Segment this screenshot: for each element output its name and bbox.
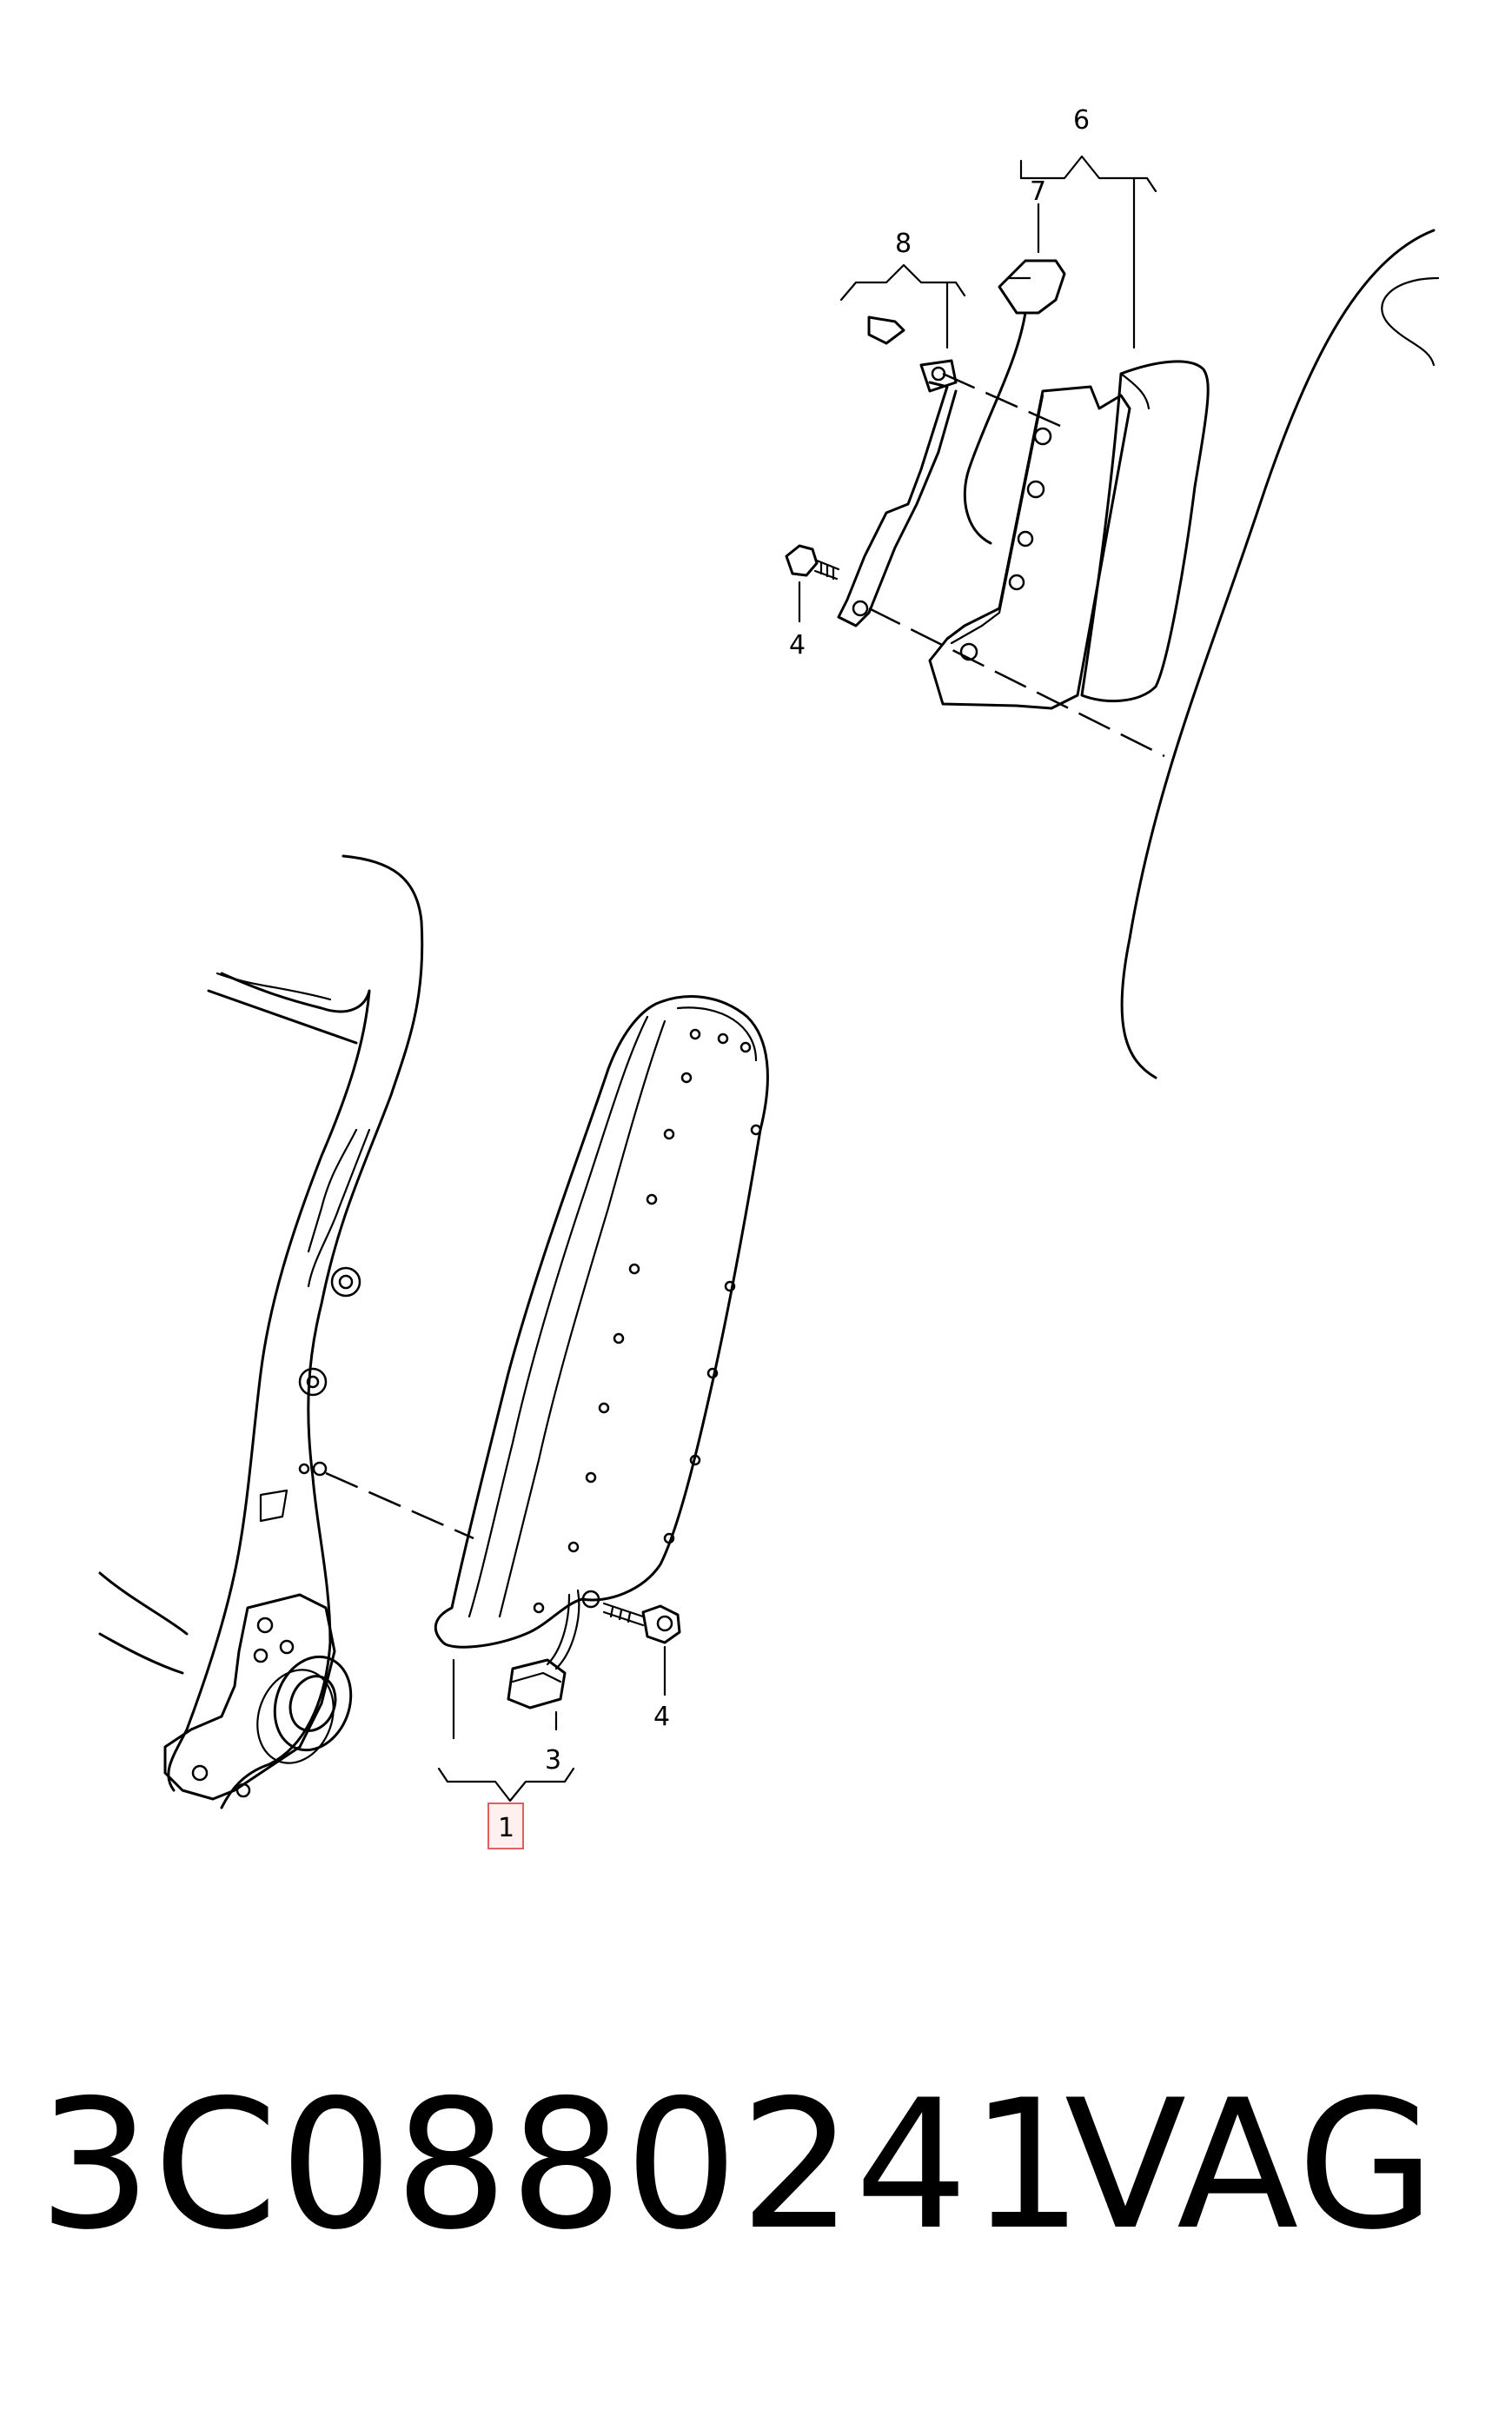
brand-caption: VAG	[1064, 2062, 1437, 2269]
callout-7: 7	[1030, 176, 1046, 207]
guide-line-upper-2	[868, 607, 1165, 758]
callout-8: 8	[895, 229, 912, 259]
guide-line-upper-1	[942, 372, 1061, 428]
seat-frame-outline	[98, 854, 424, 1809]
callout-brackets-lower	[437, 1645, 666, 1803]
callout-1-highlight	[487, 1803, 524, 1849]
body-panel-outline	[1120, 229, 1440, 1079]
callout-brackets-upper	[798, 155, 1157, 623]
wiring-connector-upper	[963, 259, 1066, 545]
callout-1[interactable]: 1	[498, 1813, 514, 1843]
callout-4-lower: 4	[653, 1702, 670, 1732]
retaining-bracket-upper	[837, 315, 958, 627]
bolt-lower	[602, 1602, 681, 1644]
guide-line-lower	[325, 1471, 474, 1540]
side-airbag-seat-lower	[434, 995, 769, 1710]
callout-6: 6	[1073, 105, 1090, 136]
side-airbag-module-upper	[928, 360, 1210, 710]
callout-4-upper: 4	[789, 630, 806, 661]
bolt-upper	[785, 544, 840, 581]
part-number-caption: 3C0880241	[38, 2062, 1085, 2269]
callout-3: 3	[545, 1745, 561, 1776]
